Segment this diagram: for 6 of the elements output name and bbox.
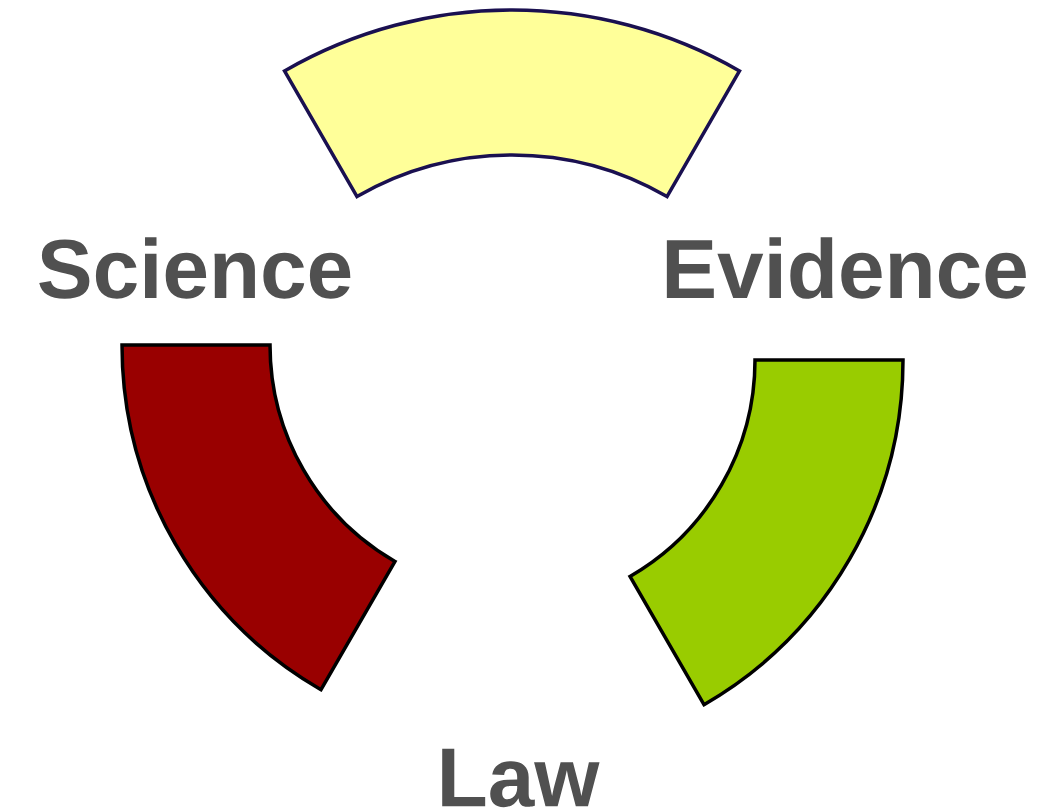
label: Science xyxy=(39,237,351,299)
arc-segment xyxy=(282,8,742,199)
arc-segment xyxy=(120,343,397,692)
label: Evidence xyxy=(666,237,1026,299)
arc-segment xyxy=(628,358,905,707)
label: Law xyxy=(442,748,600,808)
